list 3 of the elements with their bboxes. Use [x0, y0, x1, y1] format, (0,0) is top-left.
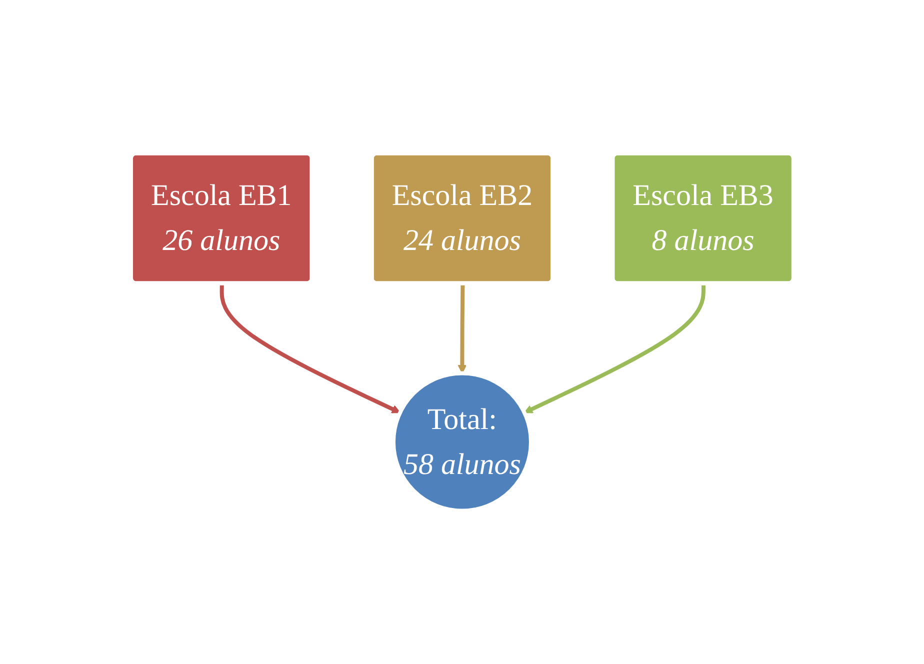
arrow [458, 284, 466, 374]
arrow [524, 284, 706, 414]
arrow [220, 284, 400, 414]
